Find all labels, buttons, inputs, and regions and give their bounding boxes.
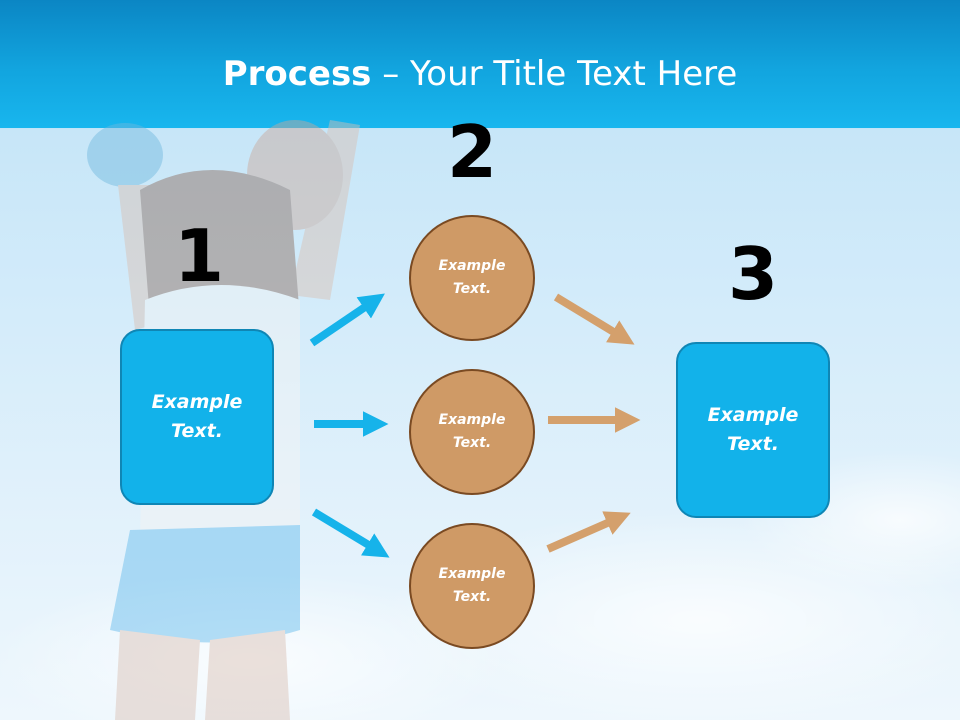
title-bold: Process <box>222 54 372 94</box>
arrow-box-to-circle-bottom <box>311 508 390 558</box>
target-box-label: Example Text. <box>707 404 799 455</box>
circle-middle-label: Example Text. <box>438 412 506 451</box>
circle-bottom-label: Example Text. <box>438 566 506 605</box>
step-number-1: 1 <box>173 214 225 298</box>
step-number-3: 3 <box>727 232 779 316</box>
step-number-2: 2 <box>446 110 498 194</box>
source-box-label: Example Text. <box>151 391 243 442</box>
title-bar <box>0 0 960 128</box>
arrow-circle-bottom-to-box <box>546 511 631 553</box>
circle-middle: Example Text. <box>409 369 535 495</box>
target-box: Example Text. <box>676 342 830 518</box>
arrow-circle-top-to-box <box>553 293 635 345</box>
circle-top: Example Text. <box>409 215 535 341</box>
arrow-box-to-circle-top <box>309 293 385 347</box>
slide-title: Process – Your Title Text Here <box>0 52 960 96</box>
source-box: Example Text. <box>120 329 274 505</box>
circle-top-label: Example Text. <box>438 258 506 297</box>
title-rest: – Your Title Text Here <box>371 54 738 94</box>
circle-bottom: Example Text. <box>409 523 535 649</box>
